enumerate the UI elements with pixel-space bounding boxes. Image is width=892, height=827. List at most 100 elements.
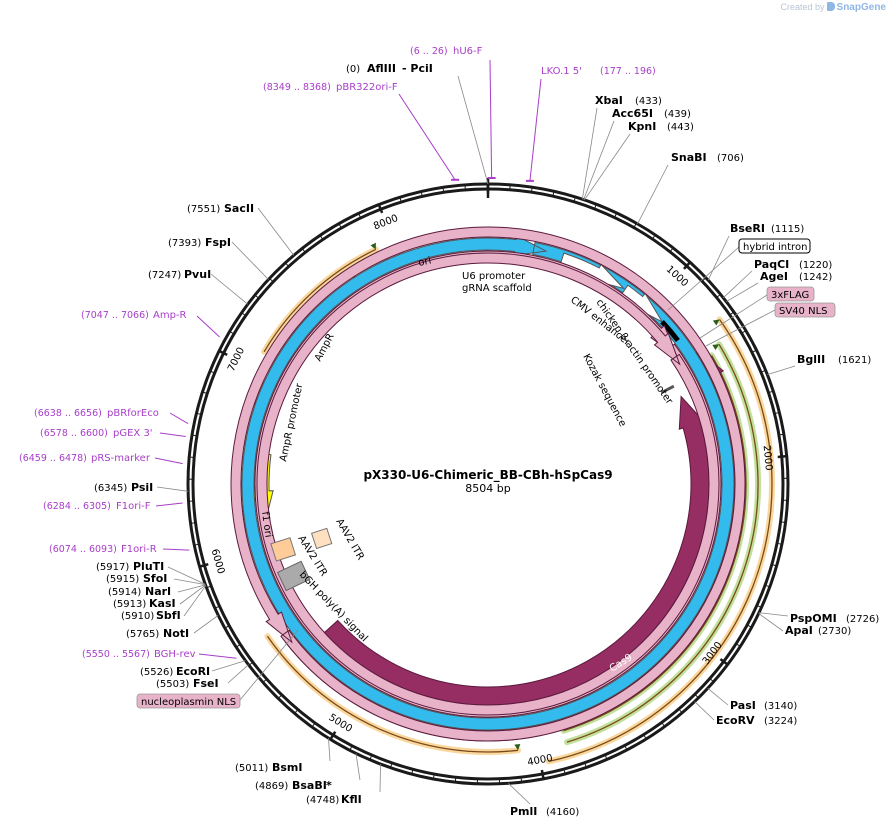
orf-orange-right-arrow	[712, 319, 720, 326]
enzyme-pasi[interactable]: PasI (3140)	[730, 699, 797, 712]
enzyme-kpni[interactable]: KpnI (443)	[628, 120, 694, 133]
enzyme-ecorv[interactable]: EcoRV (3224)	[716, 714, 797, 727]
ruler-minor-tick	[301, 248, 306, 253]
enzyme-pluti[interactable]: (5917) PluTI	[96, 560, 164, 573]
leader-line	[726, 282, 759, 303]
plasmid-length: 8504 bp	[465, 482, 510, 495]
primer-lko1[interactable]: LKO.1 5' (177 .. 196)	[541, 66, 656, 77]
enzyme-psii[interactable]: (6345) PsiI	[94, 481, 153, 494]
primer-bgh-rev[interactable]: (5550 .. 5567) BGH-rev	[82, 649, 196, 660]
enzyme-ecori[interactable]: (5526) EcoRI	[140, 665, 210, 678]
ruler-minor-tick	[563, 768, 566, 775]
enzyme-pos: (706)	[717, 153, 744, 164]
enzyme-fsei[interactable]: (5503) FseI	[156, 677, 219, 690]
enzyme-kfli[interactable]: (4748) KflI	[306, 793, 362, 806]
primer-leader	[159, 432, 186, 437]
leader-line	[699, 294, 768, 339]
enzyme-bsabi[interactable]: (4869) BsaBI *	[255, 779, 332, 792]
enzyme-sacii[interactable]: (7551) SacII	[187, 202, 254, 215]
box-3xflag[interactable]: 3xFLAG	[766, 286, 815, 302]
ruler-minor-tick	[661, 722, 666, 727]
enzyme-name: ApaI	[785, 624, 813, 637]
ruler-minor-tick	[214, 605, 220, 609]
primer-name: pBR322ori-F	[336, 82, 398, 93]
primer-prs-marker[interactable]: (6459 .. 6478) pRS-marker	[19, 453, 151, 464]
enzyme-sbfi[interactable]: (5910) SbfI	[121, 609, 181, 622]
enzyme-xbai[interactable]: XbaI (433)	[595, 94, 662, 107]
ruler-minor-tick	[420, 191, 423, 197]
ruler-minor-tick	[191, 434, 198, 437]
ruler-label: 2000	[761, 445, 774, 471]
label-grna-scaffold: gRNA scaffold	[462, 283, 532, 294]
enzyme-agei[interactable]: AgeI (1242)	[760, 270, 832, 283]
box-nucleoplasmin-nls[interactable]: nucleoplasmin NLS	[136, 693, 241, 709]
ruler-minor-tick	[701, 277, 707, 282]
primer-leader	[155, 502, 183, 507]
enzyme-acc65i[interactable]: Acc65I (439)	[612, 107, 691, 120]
ruler-minor-tick	[338, 223, 342, 229]
enzyme-kasi[interactable]: (5913) KasI	[113, 597, 176, 610]
primer-pbr322ori[interactable]: (8349 .. 8368) pBR322ori-F	[263, 82, 398, 93]
enzyme-pos: (1242)	[799, 272, 832, 283]
enzyme-afliii[interactable]: (0) AflIII - PciI	[346, 62, 433, 75]
enzyme-name: PaqCI	[754, 258, 789, 271]
ruler-minor-tick	[241, 312, 247, 317]
enzyme-bglii[interactable]: BglII (1621)	[797, 353, 871, 366]
ruler-minor-tick	[778, 433, 784, 436]
ruler-minor-tick	[369, 754, 373, 760]
primer-pbrforeco[interactable]: (6638 .. 6656) pBRforEco	[34, 408, 159, 419]
enzyme-pvui[interactable]: (7247) PvuI	[148, 268, 211, 281]
primer-amp-r[interactable]: (7047 .. 7066) Amp-R	[81, 310, 187, 321]
enzyme-nari[interactable]: (5914) NarI	[108, 585, 171, 598]
primer-range: (8349 .. 8368)	[263, 82, 331, 93]
ruler-minor-tick	[614, 212, 618, 218]
enzyme-pos: (5917)	[96, 562, 129, 573]
ruler-minor-tick	[746, 624, 752, 628]
primer-name: LKO.1 5'	[541, 66, 582, 77]
box-sv40-nls[interactable]: SV40 NLS	[774, 302, 836, 318]
enzyme-pos: (1621)	[838, 355, 871, 366]
primer-f1ori-r[interactable]: (6074 .. 6093) F1ori-R	[49, 544, 157, 555]
primer-leader	[489, 59, 493, 179]
leader-line	[767, 365, 796, 376]
enzyme-pspomi[interactable]: PspOMI (2726)	[790, 612, 879, 625]
leader-line	[355, 753, 361, 781]
leader-line	[193, 614, 219, 634]
watermark-prefix: Created by	[780, 2, 825, 12]
box-hybrid-intron[interactable]: hybrid intron	[738, 238, 811, 254]
enzyme-pos: (0)	[346, 64, 360, 75]
primer-pgex3[interactable]: (6578 .. 6600) pGEX 3'	[40, 428, 153, 439]
enzyme-sfoi[interactable]: (5915) SfoI	[106, 572, 167, 585]
ruler-minor-tick	[735, 643, 741, 647]
primer-labels: (6 .. 26) hU6-F LKO.1 5' (177 .. 196) (8…	[19, 46, 656, 660]
enzyme-snabi[interactable]: SnaBI (706)	[671, 151, 744, 164]
enzyme-suffix: *	[326, 779, 332, 792]
ruler-minor-tick	[594, 204, 597, 210]
enzyme-pos: (3224)	[764, 716, 797, 727]
ruler-minor-tick	[729, 311, 735, 316]
enzyme-bsmi[interactable]: (5011) BsmI	[235, 761, 303, 774]
primer-leader	[154, 457, 183, 465]
enzyme-name: AgeI	[760, 270, 788, 283]
enzyme-bseri[interactable]: BseRI (1115)	[730, 222, 804, 235]
orf-orange-left-core	[263, 248, 377, 353]
primer-f1ori-f[interactable]: (6284 .. 6305) F1ori-F	[43, 501, 151, 512]
enzyme-apai[interactable]: ApaI (2730)	[785, 624, 851, 637]
enzyme-noti[interactable]: (5765) NotI	[126, 627, 189, 640]
leader-line	[758, 613, 784, 632]
ruler-minor-tick	[262, 678, 268, 683]
enzyme-pos: (433)	[635, 96, 662, 107]
enzyme-paqci[interactable]: PaqCI (1220)	[754, 258, 832, 271]
enzyme-fspi[interactable]: (7393) FspI	[168, 236, 231, 249]
leader-line	[758, 612, 789, 617]
primer-name: pGEX 3'	[113, 428, 153, 439]
enzyme-pos: (5526)	[140, 667, 173, 678]
enzyme-pmli[interactable]: PmlI (4160)	[510, 805, 579, 818]
ruler-minor-tick	[709, 678, 714, 683]
enzyme-name: SnaBI	[671, 151, 707, 164]
primer-hu6f[interactable]: (6 .. 26) hU6-F	[410, 46, 483, 57]
ruler-minor-tick	[269, 278, 274, 283]
ruler-minor-tick	[311, 722, 316, 728]
ruler-minor-tick	[209, 370, 215, 374]
